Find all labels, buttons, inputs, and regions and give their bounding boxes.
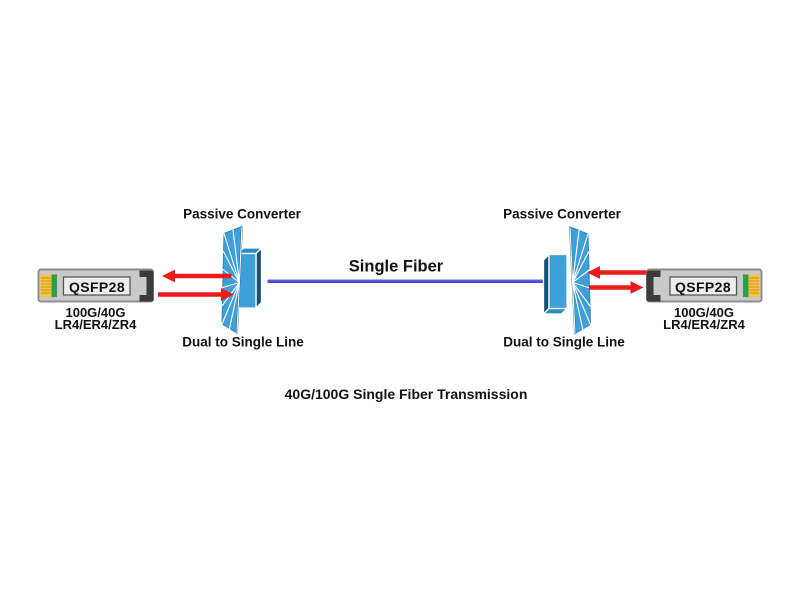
arrowhead-right-icon (221, 288, 234, 301)
converter-right-title: Passive Converter (503, 206, 621, 222)
arrow-left-bottom (158, 288, 234, 301)
transceiver-right-model: QSFP28 (674, 278, 732, 295)
fiber-connector-icon (748, 274, 760, 297)
fan-rays (221, 225, 243, 334)
fiber-label: Single Fiber (348, 257, 444, 275)
transceiver-left-graphic (37, 268, 154, 303)
converter-left-title: Passive Converter (183, 206, 301, 222)
transceiver-left-speed: 100G/40G (65, 304, 126, 320)
connector-green-stripe (743, 274, 749, 297)
converter-box-side-face (255, 247, 263, 309)
module-end-cap (646, 270, 661, 302)
arrow-right-bottom (589, 281, 644, 294)
module-label-box (669, 276, 738, 296)
module-label-box (62, 276, 131, 296)
connector-stripes (41, 277, 51, 294)
fan-rays (569, 226, 592, 335)
converter-right-graphic (542, 226, 592, 335)
arrow-left-top (162, 269, 232, 283)
module-end-cap (139, 270, 154, 302)
converter-box-side-face (542, 253, 550, 315)
transceiver-left-description: 100G/40G LR4/ER4/ZR4 (54, 304, 137, 332)
transceiver-right-speed: 100G/40G (673, 304, 734, 320)
arrowhead-left-icon (587, 266, 600, 279)
transceiver-right-description: 100G/40G LR4/ER4/ZR4 (663, 304, 745, 332)
fiber-connector-icon (40, 274, 52, 297)
connector-stripes (749, 277, 759, 294)
fiber-line (267, 279, 544, 283)
arrowhead-left-icon (162, 269, 175, 283)
converter-left-subtitle: Dual to Single Line (182, 334, 304, 350)
transceiver-right-types: LR4/ER4/ZR4 (663, 316, 745, 332)
transceiver-left-types: LR4/ER4/ZR4 (54, 316, 137, 332)
transceiver-right-graphic (646, 268, 763, 303)
arrow-right-top (587, 266, 648, 279)
converter-left-graphic (221, 225, 263, 334)
arrowhead-right-icon (630, 281, 644, 294)
converter-right-subtitle: Dual to Single Line (503, 334, 625, 350)
transceiver-left-model: QSFP28 (68, 278, 126, 295)
connector-green-stripe (51, 274, 57, 297)
diagram-caption: 40G/100G Single Fiber Transmission (284, 386, 528, 402)
converter-box-front-face (548, 253, 568, 310)
